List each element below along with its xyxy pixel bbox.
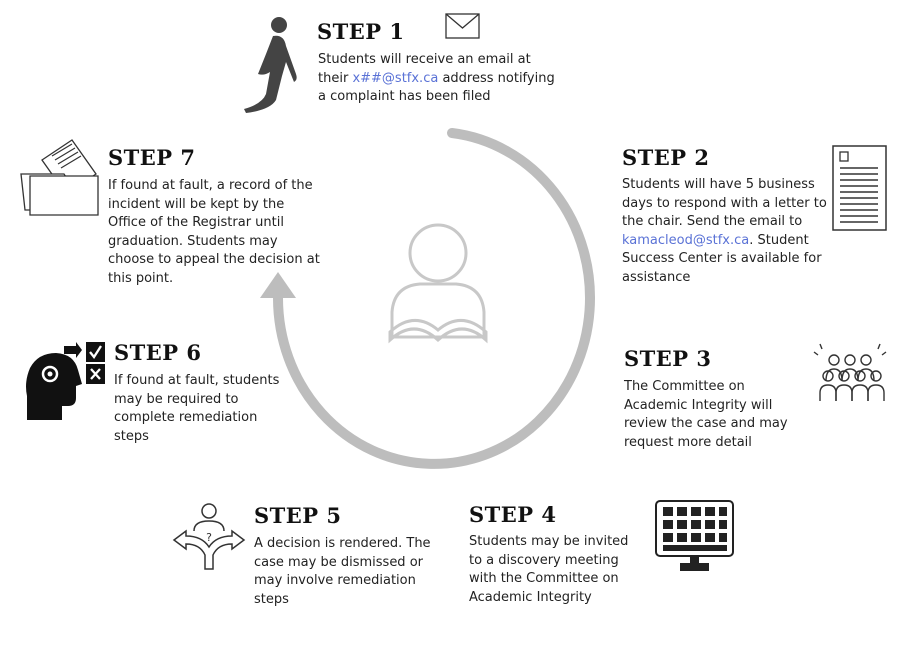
step-5-title: STEP 5: [254, 503, 342, 528]
document-icon: [832, 145, 887, 231]
step-7-text: If found at fault, a record of the incid…: [108, 178, 320, 286]
student-email-link[interactable]: x##@stfx.ca: [352, 70, 439, 86]
step-2-text: Students will have 5 business days to re…: [622, 176, 828, 287]
step-4-title: STEP 4: [469, 502, 557, 527]
decision-crossroads-icon: ?: [172, 503, 246, 570]
arrow-head: [260, 272, 296, 298]
step-5-text: A decision is rendered. The case may be …: [254, 536, 431, 607]
step-1-text: Students will receive an email at their …: [318, 51, 558, 107]
step-4-text: Students may be invited to a discovery m…: [469, 534, 629, 605]
walking-person-icon: [244, 17, 297, 113]
step-2-text-after: . Student Success Center is available fo…: [622, 232, 822, 285]
file-folder-icon: [20, 139, 99, 216]
step-3-text: The Committee on Academic Integrity will…: [624, 379, 788, 450]
step-6-text: If found at fault, students may be requi…: [114, 373, 280, 444]
step-2-title: STEP 2: [622, 145, 710, 170]
step-1-text-before: Students will receive an email at their: [318, 52, 531, 86]
step-6-title: STEP 6: [114, 340, 202, 365]
step-3-title: STEP 3: [624, 346, 712, 371]
step-2-text-before: Students will have 5 business days to re…: [622, 177, 827, 229]
step-1-title: STEP 1: [317, 19, 405, 44]
video-conference-icon: [655, 500, 734, 571]
svg-text:?: ?: [206, 531, 212, 544]
group-people-icon: [813, 343, 887, 401]
envelope-icon: [445, 13, 480, 39]
step-7-title: STEP 7: [108, 145, 196, 170]
reader-person-icon: [388, 223, 488, 344]
step-1-text-after: address notifying a complaint has been f…: [318, 70, 555, 105]
chair-email-link[interactable]: kamacleod@stfx.ca: [622, 232, 750, 248]
head-checklist-icon: [26, 342, 105, 420]
